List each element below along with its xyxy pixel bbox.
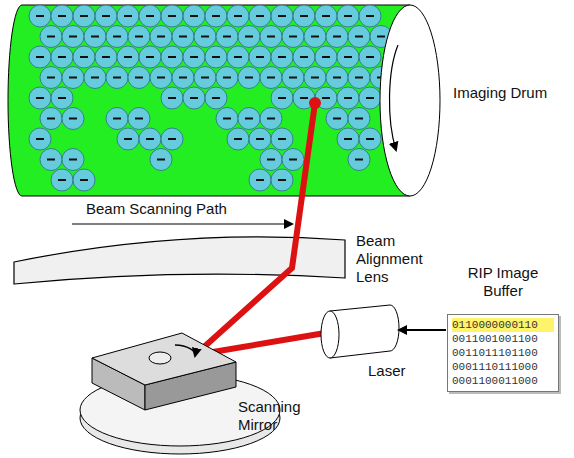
toner-particles (29, 5, 392, 191)
bit-row: 0011011101100 (452, 346, 554, 360)
laser-label: Laser (368, 362, 406, 380)
bit-row: 0001110111000 (452, 360, 554, 374)
bit-row: 0110000000110 (452, 318, 554, 332)
laser-body (321, 305, 399, 358)
image-buffer: RIP Image Buffer 011000000011000110010011… (447, 264, 559, 392)
drum-end (380, 5, 440, 196)
part-label: Imaging Drum (453, 84, 563, 102)
scanning-mirror (80, 333, 280, 454)
bit-row: 0001100011000 (452, 374, 554, 388)
bit-row: 0011001001100 (452, 332, 554, 346)
part-label: Beam Scanning Path (86, 200, 286, 218)
imaging-drum (8, 5, 410, 196)
data-arrow (399, 329, 446, 331)
laser-unit: Laser (320, 300, 398, 382)
part-label: Beam Alignment Lens (356, 232, 452, 286)
buffer-box: 0110000000110001100100110000110111011000… (447, 314, 559, 392)
buffer-heading: RIP Image Buffer (447, 264, 559, 300)
beam-spot (309, 97, 321, 109)
laser-beam (195, 103, 325, 355)
scan-path-arrow (72, 223, 292, 224)
part-label: Scanning Mirror (238, 398, 328, 434)
